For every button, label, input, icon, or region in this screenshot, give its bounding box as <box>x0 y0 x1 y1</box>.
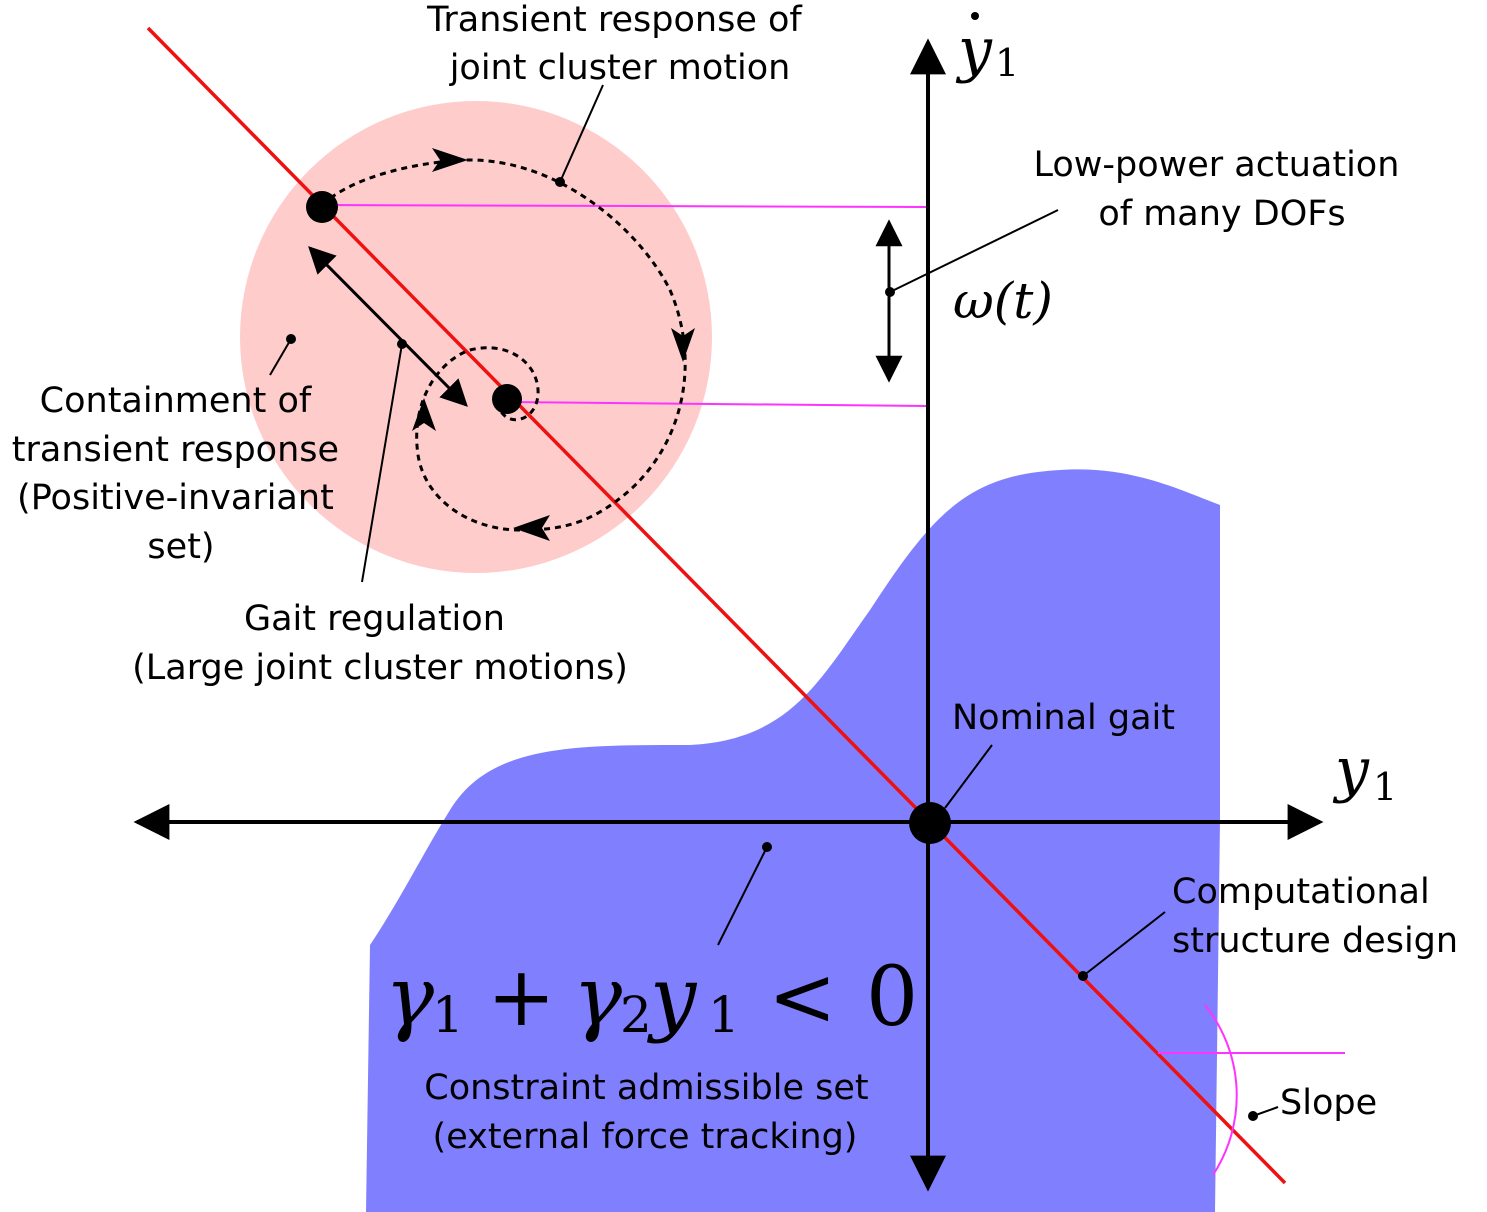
trajectory-arrowhead-top <box>432 148 468 172</box>
svg-text:y: y <box>955 15 993 85</box>
constraint-set-label: Constraint admissible set (external forc… <box>424 1068 880 1157</box>
svg-text:1: 1 <box>708 986 740 1044</box>
nominal-gait-point <box>909 802 951 844</box>
svg-text:<: < <box>768 950 837 1045</box>
svg-text:0: 0 <box>866 950 918 1045</box>
svg-text:1: 1 <box>995 41 1019 85</box>
leader-lines <box>269 84 1279 1121</box>
y1-axis-label: y 1 <box>1332 735 1397 809</box>
trajectory-arrowhead-right <box>671 328 695 362</box>
trajectory-arrowhead-bottom <box>513 515 550 541</box>
svg-text:1: 1 <box>432 986 464 1044</box>
computational-structure-label: Computational structure design <box>1172 872 1458 961</box>
slope-arc <box>1204 1004 1238 1176</box>
svg-text:y: y <box>646 950 698 1045</box>
trajectory-arrowhead-left <box>412 398 436 431</box>
lower-state-point <box>492 384 522 414</box>
constraint-admissible-region <box>366 469 1220 1212</box>
gait-regulation-arrow <box>308 246 468 407</box>
projection-line-lower <box>506 401 927 407</box>
low-power-label: Low-power actuation of many DOFs <box>1033 145 1410 234</box>
slope-label: Slope <box>1280 1083 1377 1123</box>
outer-transient-trajectory <box>320 158 687 532</box>
y1-dot-axis-label: y 1 <box>955 12 1019 85</box>
admissible-inequality: γ 1 + γ 2 y 1 < 0 <box>385 950 918 1045</box>
svg-text:γ: γ <box>385 950 435 1045</box>
positive-invariant-set-disk <box>240 101 712 573</box>
omega-label: ω(t) <box>953 272 1053 330</box>
svg-text:1: 1 <box>1373 765 1397 809</box>
transient-response-label: Transient response of joint cluster moti… <box>426 0 813 88</box>
design-line <box>146 26 1287 1185</box>
inner-transient-trajectory <box>415 346 540 532</box>
containment-label: Containment of transient response (Posit… <box>12 381 350 567</box>
projection-line-upper <box>321 204 927 208</box>
upper-state-point <box>306 191 338 223</box>
gait-regulation-label: Gait regulation (Large joint cluster mot… <box>132 599 628 688</box>
nominal-gait-label: Nominal gait <box>952 698 1175 738</box>
svg-text:y: y <box>1332 735 1370 805</box>
svg-text:γ: γ <box>573 950 623 1045</box>
svg-text:2: 2 <box>620 986 652 1044</box>
svg-text:+: + <box>487 950 556 1045</box>
